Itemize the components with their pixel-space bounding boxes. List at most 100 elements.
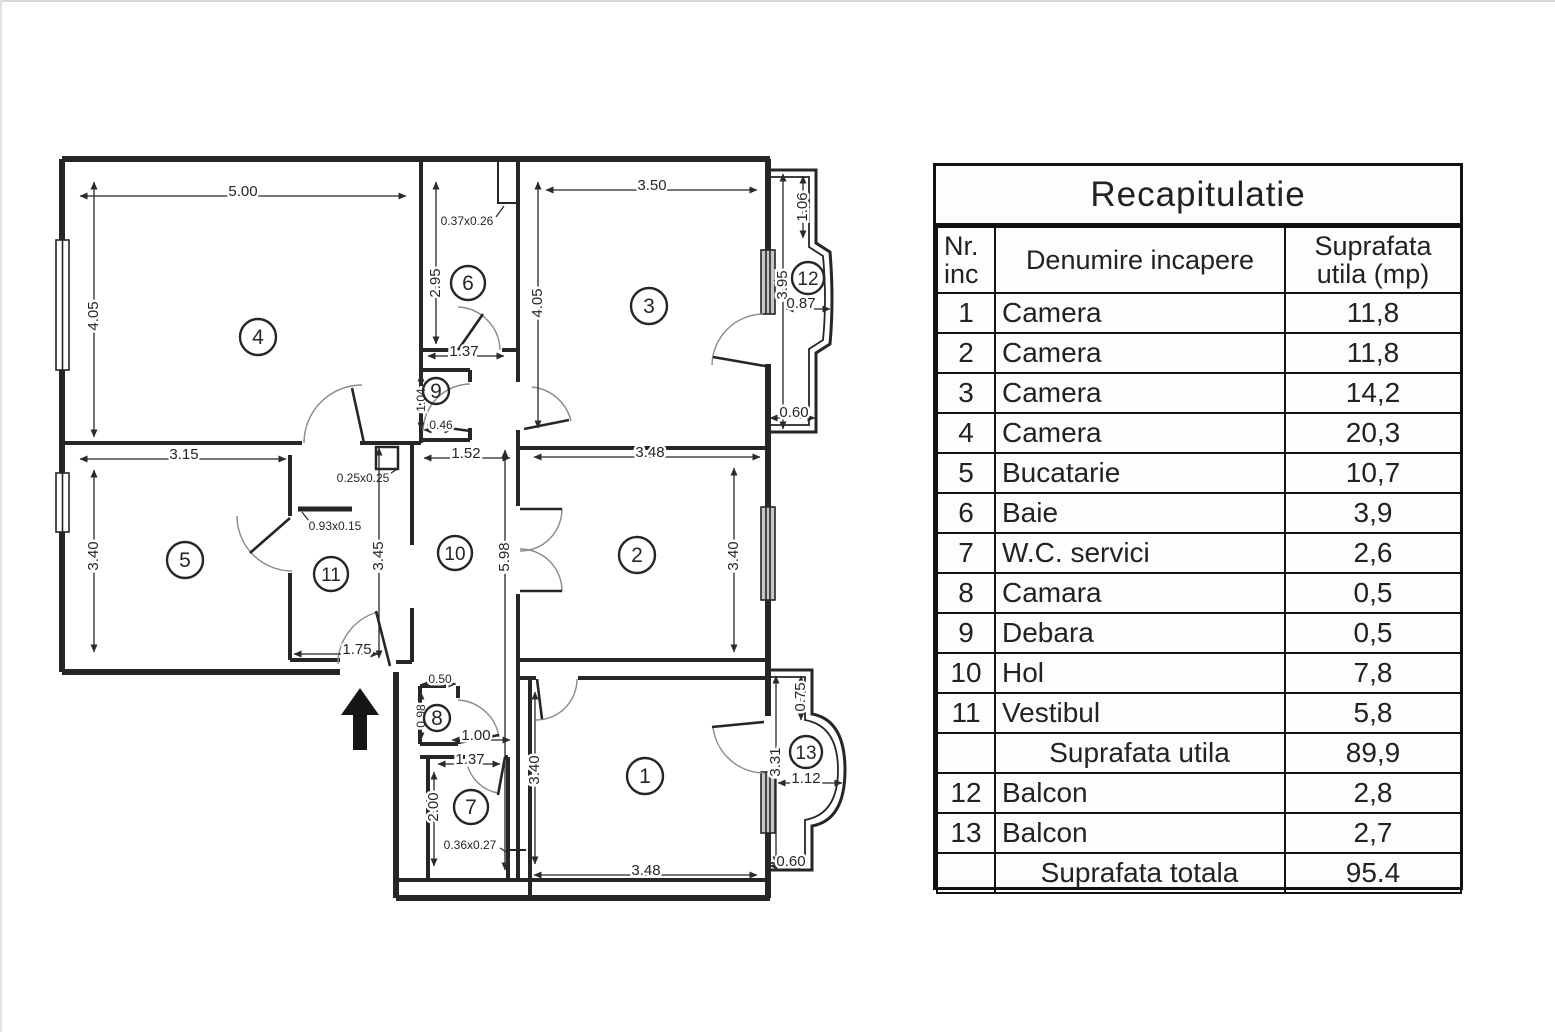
room-number-cell: 13 (936, 812, 996, 854)
dimension-label: 1.37 (455, 751, 484, 768)
dimension-label: 5.98 (496, 542, 513, 571)
room-number-cell: 10 (936, 652, 996, 694)
room-area-cell: 11,8 (1284, 292, 1462, 334)
dimension-labels: 5.004.050.37x0.262.953.504.051.063.950.8… (79, 173, 843, 882)
dimension-label: 3.48 (631, 862, 660, 879)
balcony-13-inner (770, 676, 839, 864)
room-number: 7 (465, 796, 477, 819)
dimension-label: 1.52 (451, 445, 480, 462)
room-circle (436, 534, 474, 572)
room-name-cell: Suprafata utila (994, 732, 1286, 774)
room-area-cell: 7,8 (1284, 652, 1462, 694)
dimension-label: 1.75 (342, 641, 371, 658)
room-number: 9 (430, 380, 442, 403)
room-number: 1 (639, 765, 651, 788)
room-number-cell: 4 (936, 412, 996, 454)
room-name-cell: W.C. servici (994, 532, 1286, 574)
dimension-label: 0.75 (792, 682, 809, 711)
room-area-cell: 0,5 (1284, 612, 1462, 654)
room-area-cell: 89,9 (1284, 732, 1462, 774)
room-circle (421, 376, 451, 406)
dimension-label: 3.95 (774, 270, 791, 299)
dimension-label: 3.50 (637, 177, 666, 194)
room-number: 5 (179, 549, 191, 572)
room-area-cell: 20,3 (1284, 412, 1462, 454)
room-area-cell: 3,9 (1284, 492, 1462, 534)
room-circle (452, 788, 490, 826)
dimension-label: 1.00 (461, 727, 490, 744)
dimension-label: 3.40 (85, 541, 102, 570)
room-area-cell: 2,6 (1284, 532, 1462, 574)
entrance-arrow (341, 688, 379, 750)
recap-title: Recapitulatie (936, 166, 1460, 226)
room-name-cell: Camera (994, 372, 1286, 414)
room-circle (629, 286, 669, 326)
room-name-cell: Camara (994, 572, 1286, 614)
room-area-cell: 2,8 (1284, 772, 1462, 814)
dimension-label: 1.12 (791, 770, 820, 787)
col-header-denumire: Denumire incapere (994, 226, 1286, 294)
balcony-12-inner (770, 176, 826, 426)
dimension-label: 0.93x0.15 (309, 519, 362, 533)
dimension-label: 3.40 (526, 755, 543, 784)
room-number: 12 (797, 269, 818, 290)
dimension-label: 0.50 (428, 672, 452, 686)
balcony-13-outline (770, 668, 847, 872)
room-name-cell: Vestibul (994, 692, 1286, 734)
door-arc-wc (466, 763, 499, 794)
dimension-label: 2.95 (427, 268, 444, 297)
dimension-label: 0.60 (776, 853, 805, 870)
room-name-cell: Bucatarie (994, 452, 1286, 494)
room-area-cell: 0,5 (1284, 572, 1462, 614)
room-number-cell: 6 (936, 492, 996, 534)
room-number: 13 (795, 743, 816, 764)
room-area-cell: 5,8 (1284, 692, 1462, 734)
room-circle (790, 260, 826, 296)
dimension-label: 0.37x0.26 (441, 214, 494, 228)
room-name-cell: Balcon (994, 772, 1286, 814)
room-number: 2 (631, 544, 643, 567)
room-name-cell: Debara (994, 612, 1286, 654)
room-circle (617, 535, 657, 575)
dimension-label: 3.15 (169, 446, 198, 463)
room-circle (625, 756, 665, 796)
room-name-cell: Suprafata totala (994, 852, 1286, 894)
room-circle (788, 734, 824, 770)
room-number-cell: 8 (936, 572, 996, 614)
dimension-label: 3.31 (767, 747, 784, 776)
dimension-label: 0.87 (786, 295, 815, 312)
room-number-cell: 12 (936, 772, 996, 814)
room-number: 4 (252, 326, 264, 349)
scan-edge (0, 0, 1555, 2)
dimension-label: 4.05 (529, 288, 546, 317)
dimension-label: 2.00 (425, 792, 442, 821)
windows (55, 239, 776, 834)
room-number-cell (936, 852, 996, 894)
dimension-label: 0.25x0.25 (337, 471, 390, 485)
door-arc-balcon13 (712, 726, 766, 774)
door-arc-camera4 (303, 384, 363, 444)
interior-walls (62, 162, 768, 898)
dimension-label: 0.60 (779, 404, 808, 421)
room-number-cell: 3 (936, 372, 996, 414)
room-number-cell (936, 732, 996, 774)
door-arc-camera1 (535, 678, 578, 721)
room-number: 3 (643, 295, 655, 318)
door-arc-camera2-b (519, 548, 563, 592)
scan-edge (0, 0, 2, 1032)
annotation-pointer (499, 847, 507, 853)
door-arc-balcon12 (711, 313, 764, 366)
dimension-label: 0.46 (429, 418, 453, 432)
